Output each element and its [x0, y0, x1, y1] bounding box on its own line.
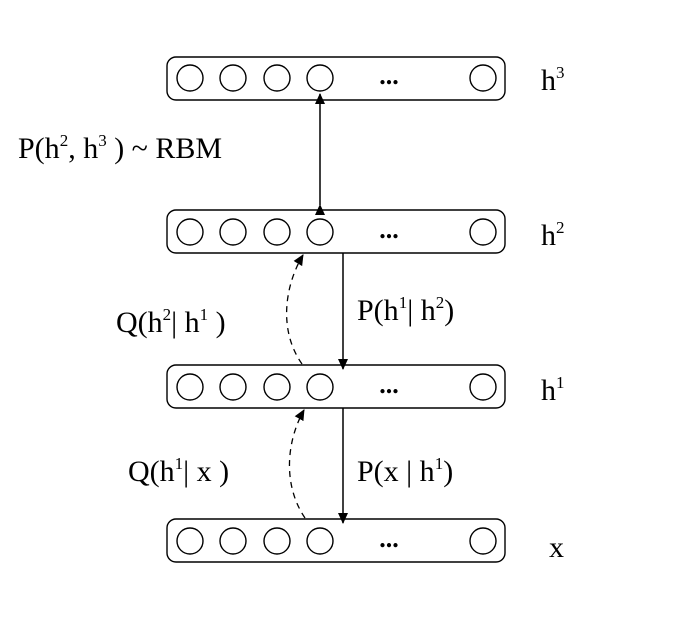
- layer-box: [166, 364, 506, 409]
- ellipsis: ...: [379, 215, 399, 244]
- recognition-arrow-h1-to-h2: [286, 254, 304, 365]
- label-rbm: P(h2, h3 ) ~ RBM: [18, 131, 222, 165]
- layer-x: ...: [166, 518, 506, 563]
- recognition-arrow-x-to-h1: [288, 409, 306, 519]
- layer-h1: ...: [166, 364, 506, 409]
- layer-label-h1: h1: [541, 373, 565, 407]
- unit-node: [176, 527, 204, 555]
- ellipsis: ...: [379, 61, 399, 90]
- unit-node: [176, 64, 204, 92]
- unit-node: [219, 218, 247, 246]
- layer-label-x: x: [549, 531, 564, 564]
- unit-node: [306, 373, 334, 401]
- layer-label-h3: h3: [541, 63, 565, 97]
- unit-node: [219, 373, 247, 401]
- label-q-h1-given-x: Q(h1| x ): [128, 454, 229, 488]
- layer-box: [166, 56, 506, 101]
- unit-node: [263, 373, 291, 401]
- ellipsis: ...: [379, 524, 399, 553]
- label-p-h1-given-h2: P(h1| h2): [357, 293, 454, 327]
- unit-node: [263, 64, 291, 92]
- label-p-x-given-h1: P(x | h1): [357, 454, 453, 488]
- unit-node: [306, 527, 334, 555]
- unit-node: [219, 64, 247, 92]
- ellipsis: ...: [379, 370, 399, 399]
- layer-h3: ...: [166, 56, 506, 101]
- unit-node: [469, 218, 497, 246]
- unit-node: [176, 373, 204, 401]
- layer-h2: ...: [166, 209, 506, 254]
- unit-node: [469, 64, 497, 92]
- unit-node: [469, 527, 497, 555]
- unit-node: [469, 373, 497, 401]
- unit-node: [306, 218, 334, 246]
- unit-node: [263, 527, 291, 555]
- unit-node: [176, 218, 204, 246]
- label-q-h2-given-h1: Q(h2| h1 ): [116, 305, 226, 339]
- unit-node: [306, 64, 334, 92]
- unit-node: [219, 527, 247, 555]
- layer-label-h2: h2: [541, 218, 565, 252]
- unit-node: [263, 218, 291, 246]
- layer-box: [166, 518, 506, 563]
- layer-box: [166, 209, 506, 254]
